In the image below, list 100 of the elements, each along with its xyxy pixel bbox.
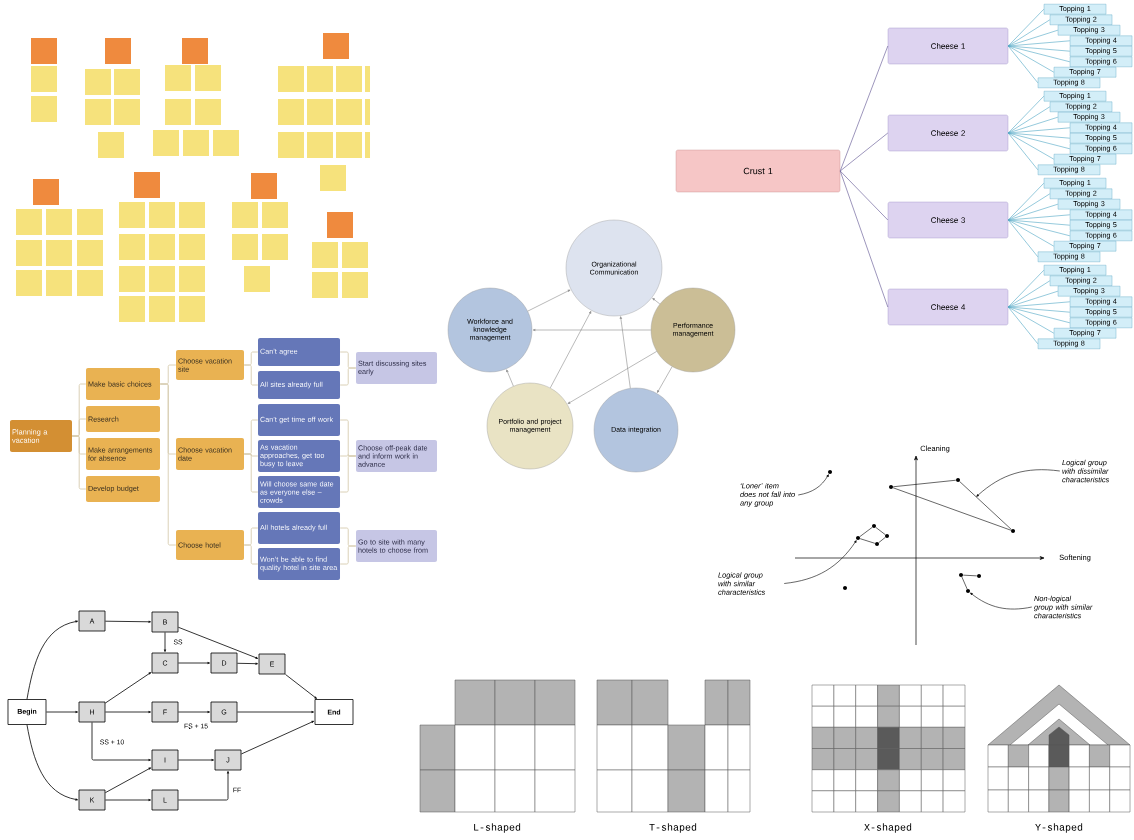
connector-line <box>1007 269 1045 308</box>
connector-line <box>1007 219 1039 258</box>
root-box: Crust 1 <box>675 149 841 193</box>
arrow <box>105 767 152 794</box>
arrow <box>567 351 657 404</box>
connector-line <box>875 527 886 535</box>
data-point <box>959 573 963 577</box>
connector-line <box>1007 132 1039 171</box>
arrow <box>527 289 571 312</box>
connector-line <box>1007 306 1071 313</box>
leader-arrow <box>970 592 1033 610</box>
connector-line <box>1007 193 1051 221</box>
arrow <box>285 674 317 699</box>
connector-line <box>243 544 259 565</box>
connector-line <box>892 487 1012 531</box>
arrow <box>241 720 315 755</box>
data-point <box>977 574 981 578</box>
connector-line <box>1007 306 1055 334</box>
connector-line <box>1007 306 1071 324</box>
arrow <box>26 724 78 801</box>
connector-line <box>1007 132 1055 160</box>
arrow <box>178 771 230 801</box>
connector-line <box>1007 280 1051 308</box>
leader-arrow <box>783 540 857 584</box>
data-point <box>872 524 876 528</box>
connector-line <box>243 364 259 386</box>
data-point <box>966 589 970 593</box>
connector-line <box>878 537 886 543</box>
branch-box: Cheese 3 <box>887 201 1009 239</box>
leader-arrow <box>976 469 1061 497</box>
connector-line <box>959 481 1012 530</box>
connector-line <box>1007 106 1051 134</box>
connector-line <box>839 132 889 172</box>
connector-line <box>839 45 889 172</box>
connector-line <box>961 576 968 590</box>
connector-line <box>1007 219 1071 237</box>
connector-line <box>71 435 87 490</box>
connector-line <box>1007 19 1051 47</box>
connector-line <box>892 479 957 488</box>
connector-line <box>1007 219 1055 247</box>
connector-line <box>1007 132 1071 150</box>
shape-caption: L-shaped <box>474 823 521 833</box>
arrow <box>237 662 258 665</box>
connector-line <box>1007 45 1071 52</box>
shape-caption: X-shaped <box>864 823 912 833</box>
connector-line <box>1007 306 1039 345</box>
leader-arrow <box>797 474 829 496</box>
connector-line <box>1007 182 1045 221</box>
branch-box: Cheese 4 <box>887 288 1009 326</box>
branch-box: Cheese 2 <box>887 114 1009 152</box>
arrow <box>178 758 214 762</box>
branch-box: Cheese 1 <box>887 27 1009 65</box>
connector-line <box>962 574 978 577</box>
data-point <box>885 534 889 538</box>
data-point <box>889 485 893 489</box>
arrow <box>26 620 78 700</box>
arrow <box>178 710 210 714</box>
arrow <box>163 632 167 652</box>
arrow <box>178 661 210 665</box>
connector-line <box>1007 219 1071 226</box>
connector-line <box>839 170 889 221</box>
arrow <box>550 311 592 389</box>
arrow <box>178 626 259 659</box>
arrow <box>237 710 314 714</box>
data-point <box>1011 529 1015 533</box>
arrow <box>619 316 631 389</box>
connector-line <box>1007 45 1071 63</box>
connector-line <box>839 170 889 308</box>
connector-line <box>1007 95 1045 134</box>
arrow <box>105 710 151 714</box>
arrow <box>105 620 151 623</box>
arrow <box>105 798 151 802</box>
arrow <box>46 710 78 714</box>
data-point <box>856 536 860 540</box>
connector-line <box>1007 214 1071 221</box>
arrow <box>657 366 673 393</box>
shape-caption: T-shaped <box>649 823 697 833</box>
arrow <box>91 722 151 762</box>
data-point <box>875 542 879 546</box>
shape-caption: Y-shaped <box>1035 823 1083 833</box>
data-point <box>956 478 960 482</box>
connector-line <box>1007 40 1071 47</box>
connector-line <box>339 367 357 386</box>
connector-line <box>1007 45 1039 84</box>
data-point <box>843 586 847 590</box>
connector-line <box>243 453 259 493</box>
connector-line <box>859 527 873 537</box>
arrow <box>532 328 652 332</box>
connector-line <box>1007 132 1071 139</box>
connector-line <box>339 545 357 565</box>
connector-line <box>859 538 876 544</box>
connector-line <box>1007 127 1071 134</box>
arrow <box>506 369 514 387</box>
arrow <box>105 672 152 704</box>
connector-line <box>1007 301 1071 308</box>
arrow <box>652 298 661 305</box>
connector-line <box>159 383 177 546</box>
connector-line <box>339 455 357 493</box>
connector-line <box>1007 45 1055 73</box>
data-point <box>828 470 832 474</box>
